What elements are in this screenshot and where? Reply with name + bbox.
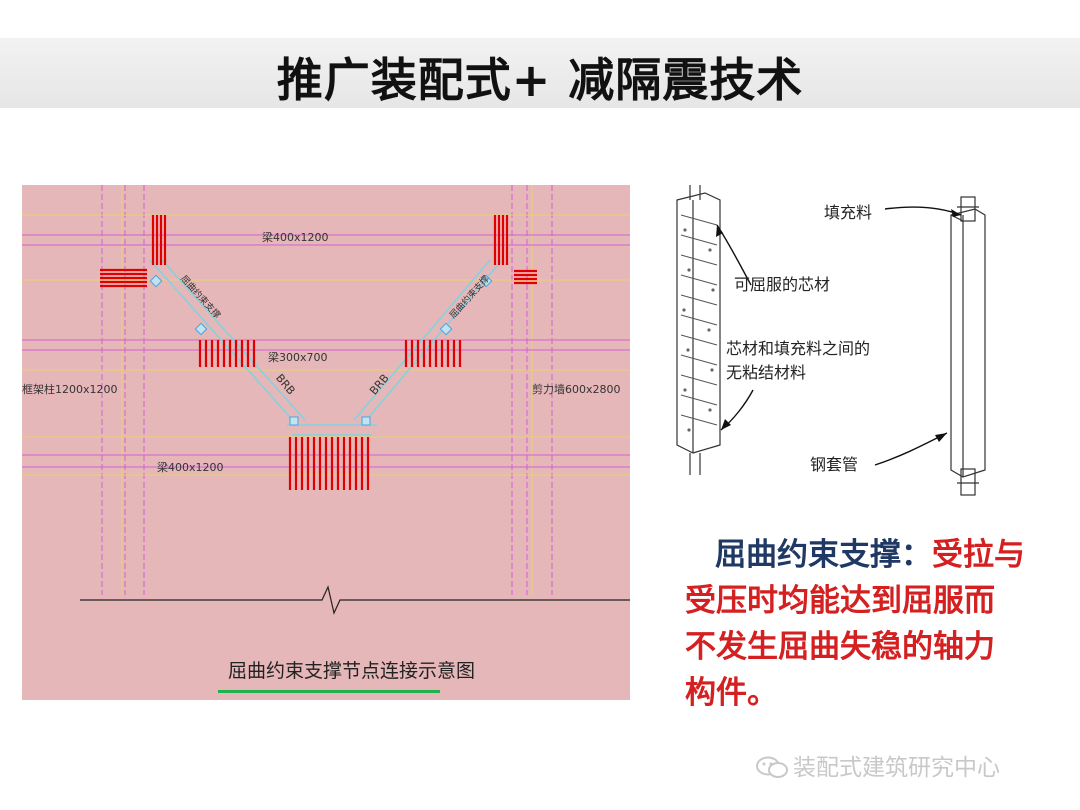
desc-rest: 受拉与受压时均能达到屈服而不发生屈曲失稳的轴力构件。 — [685, 537, 1025, 711]
caption-underline — [218, 690, 440, 693]
callout-unbonded-2: 无粘结材料 — [726, 363, 807, 382]
cad-lines — [22, 185, 630, 615]
label-beam-bottom: 梁400x1200 — [157, 461, 224, 474]
title-bar — [0, 38, 1080, 108]
watermark-text: 装配式建筑研究中心 — [793, 755, 1000, 781]
callout-unbonded-1: 芯材和填充料之间的 — [726, 339, 871, 358]
callout-core: 可屈服的芯材 — [734, 275, 831, 294]
brb-description: 屈曲约束支撑：受拉与受压时均能达到屈服而不发生屈曲失稳的轴力构件。 — [685, 532, 1025, 716]
label-beam-mid: 梁300x700 — [268, 351, 328, 364]
label-column: 框架柱1200x1200 — [22, 383, 118, 396]
brb-connection-drawing: 梁400x1200 梁300x700 梁400x1200 框架柱1200x120… — [22, 185, 630, 700]
brb-illustration — [676, 185, 986, 496]
drawing-caption: 屈曲约束支撑节点连接示意图 — [228, 660, 476, 682]
wechat-icon — [756, 756, 788, 778]
callout-fill: 填充料 — [824, 203, 873, 222]
watermark: 装配式建筑研究中心 — [755, 748, 1000, 782]
label-beam-top: 梁400x1200 — [262, 231, 329, 244]
page-title: 推广装配式+ 减隔震技术 — [276, 53, 804, 107]
label-shear-wall: 剪力墙600x2800 — [532, 383, 621, 396]
callout-tube: 钢套管 — [810, 455, 859, 474]
brb-component-diagram — [665, 185, 995, 505]
desc-highlight: 屈曲约束支撑： — [715, 537, 932, 573]
